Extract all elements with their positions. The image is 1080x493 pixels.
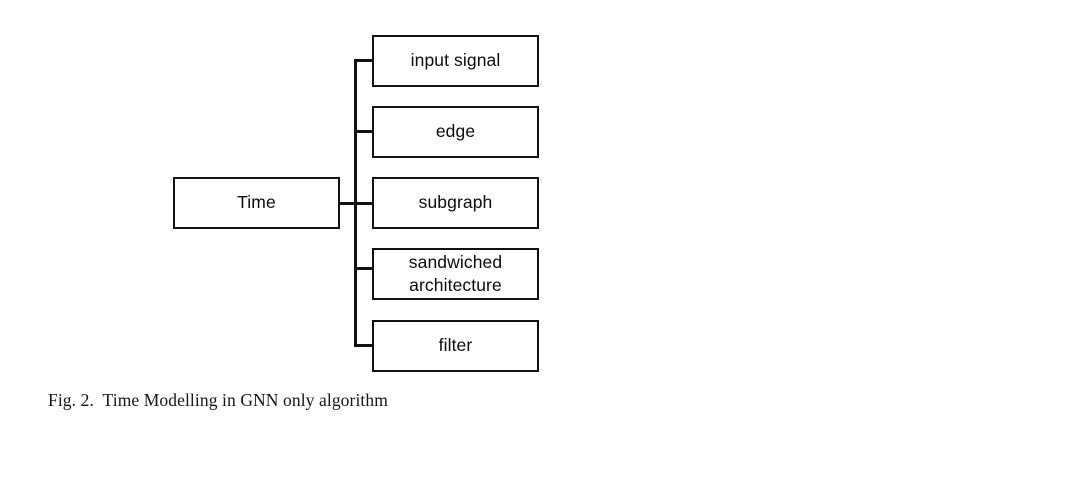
node-time-label: Time: [237, 192, 276, 213]
connector-stub-input-signal: [354, 59, 373, 62]
node-subgraph: subgraph: [372, 177, 539, 229]
connector-stub-subgraph: [354, 202, 373, 205]
node-subgraph-label: subgraph: [418, 192, 493, 213]
node-filter-label: filter: [438, 335, 473, 356]
node-edge: edge: [372, 106, 539, 158]
node-filter: filter: [372, 320, 539, 372]
node-sandwiched-architecture-label: sandwiched architecture: [408, 252, 503, 296]
node-sandwiched-architecture: sandwiched architecture: [372, 248, 539, 300]
node-input-signal: input signal: [372, 35, 539, 87]
node-input-signal-label: input signal: [410, 50, 501, 71]
node-edge-label: edge: [435, 121, 476, 142]
node-time: Time: [173, 177, 340, 229]
figure-caption: Fig. 2. Time Modelling in GNN only algor…: [48, 390, 388, 410]
connector-stub-edge: [354, 130, 373, 133]
connector-stub-sandwiched-architecture: [354, 267, 373, 270]
connector-stub-time: [339, 202, 355, 205]
connector-stub-filter: [354, 344, 373, 347]
